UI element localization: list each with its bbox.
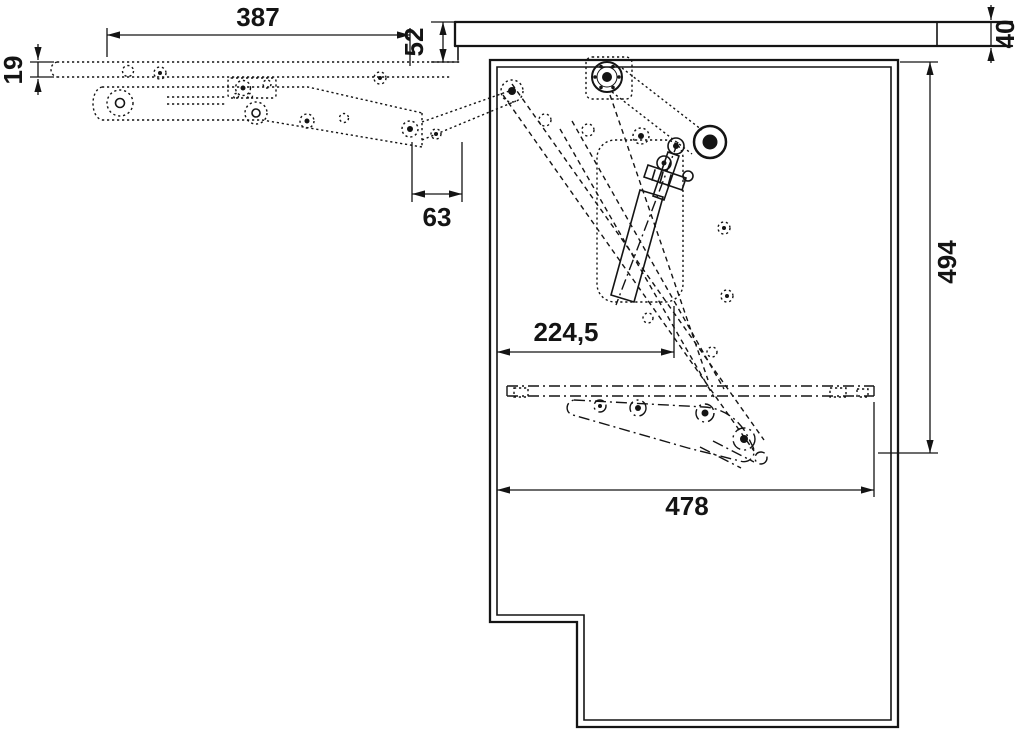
dim-front-offset-label: 63 [423,202,452,232]
dim-flap-edge-offset-label: 19 [0,56,28,85]
dim-arm-length-label: 387 [236,2,279,32]
lift-mechanism [500,56,765,452]
dim-inner-width-478: 478 [497,402,875,521]
dimensions: 387 52 40 19 63 [0,2,1020,521]
flap-open-position [50,61,460,78]
gas-spring [610,137,685,306]
dim-front-offset-63: 63 [411,142,463,232]
pivot-drum [692,124,728,160]
dim-top-clearance-52: 52 [399,21,459,63]
dim-arm-length-387: 387 [106,2,411,66]
dim-top-panel-thickness-40: 40 [987,5,1020,63]
dim-mechanism-depth-label: 224,5 [533,317,598,347]
arm-assembly-open [92,64,517,148]
dim-top-clearance-label: 52 [399,28,429,57]
dim-top-panel-thickness-label: 40 [990,20,1020,49]
flap-closed-position [506,385,875,469]
dim-inner-width-label: 478 [665,491,708,521]
dim-side-height-label: 494 [932,240,962,284]
dim-flap-edge-offset-19: 19 [0,44,54,95]
cabinet-top-panel [453,20,1014,61]
dim-mechanism-depth-224-5: 224,5 [497,306,675,358]
gear-hub [591,61,623,93]
cabinet-body [488,58,900,729]
dim-side-height-494: 494 [878,61,962,454]
